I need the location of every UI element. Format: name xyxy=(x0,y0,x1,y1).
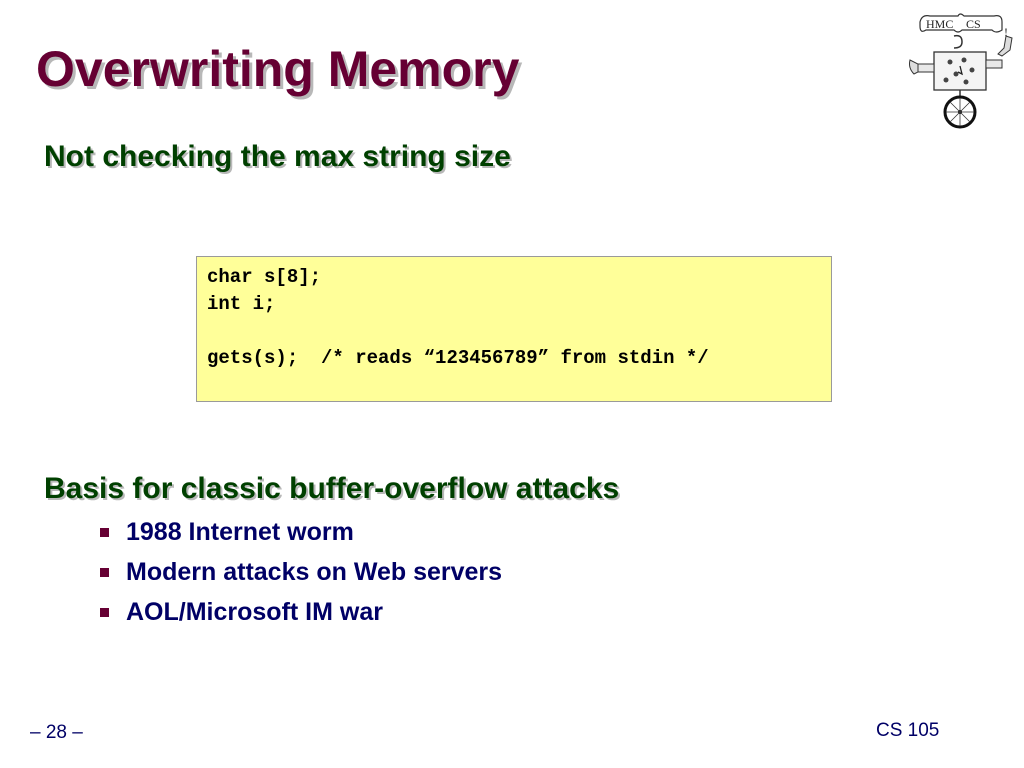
bullet-item: 1988 Internet worm xyxy=(100,516,502,556)
svg-text:CS: CS xyxy=(966,17,981,31)
course-label: CS 105 xyxy=(876,720,940,741)
section-heading-buffer-overflow: Basis for classic buffer-overflow attack… xyxy=(44,472,620,505)
page-number: – 28 – xyxy=(30,722,83,743)
svg-text:HMC: HMC xyxy=(926,17,953,31)
bullet-item: Modern attacks on Web servers xyxy=(100,556,502,596)
code-block: char s[8]; int i; gets(s); /* reads “123… xyxy=(196,256,832,402)
slide-title: Overwriting Memory xyxy=(36,41,520,97)
square-bullet-icon xyxy=(100,528,109,537)
code-line: char s[8]; xyxy=(207,266,322,288)
code-line: int i; xyxy=(207,293,276,315)
bullet-text: Modern attacks on Web servers xyxy=(126,558,503,586)
code-line: gets(s); /* reads “123456789” from stdin… xyxy=(207,347,709,369)
bullet-text: AOL/Microsoft IM war xyxy=(126,598,383,626)
hmc-cs-robot-logo-icon: HMC CS ! xyxy=(909,13,1013,129)
section-heading-max-string-size: Not checking the max string size xyxy=(44,140,511,173)
square-bullet-icon xyxy=(100,608,109,617)
square-bullet-icon xyxy=(100,568,109,577)
bullet-text: 1988 Internet worm xyxy=(126,518,354,546)
bullet-item: AOL/Microsoft IM war xyxy=(100,596,502,636)
svg-text:!: ! xyxy=(1004,25,1008,39)
bullet-list: 1988 Internet worm Modern attacks on Web… xyxy=(100,516,502,636)
code-line-blank xyxy=(207,318,831,345)
